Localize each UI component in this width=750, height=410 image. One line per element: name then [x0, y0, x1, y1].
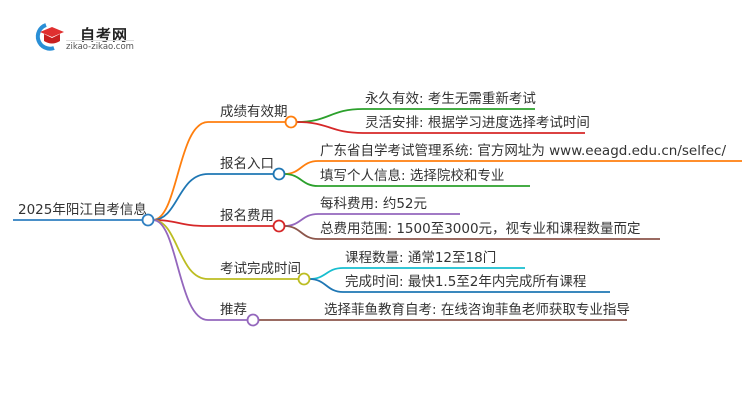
leaf-label-3-1[interactable]: 完成时间: 最快1.5至2年内完成所有课程 — [345, 274, 587, 290]
leaf-line-1-1 — [284, 173, 530, 187]
leaf-label-4-0[interactable]: 选择菲鱼教育自考: 在线咨询菲鱼老师获取专业指导 — [324, 302, 630, 318]
leaf-label-2-0[interactable]: 每科费用: 约52元 — [320, 196, 428, 212]
leaf-label-0-1[interactable]: 灵活安排: 根据学习进度选择考试时间 — [365, 115, 590, 131]
branch-node-3[interactable] — [297, 272, 311, 286]
leaf-line-2-1 — [284, 225, 660, 240]
branch-line-3 — [152, 219, 299, 280]
branch-label-1[interactable]: 报名入口 — [220, 156, 274, 172]
branch-label-4[interactable]: 推荐 — [220, 302, 247, 318]
leaf-label-1-0[interactable]: 广东省自学考试管理系统: 官方网址为 www.eeagd.edu.cn/self… — [320, 143, 726, 159]
root-node-label[interactable]: 2025年阳江自考信息 — [18, 202, 147, 218]
logo-url: zikao-zikao.com — [66, 40, 134, 52]
leaf-line-0-1 — [296, 121, 585, 134]
branch-node-1[interactable] — [272, 167, 286, 181]
leaf-label-1-1[interactable]: 填写个人信息: 选择院校和专业 — [320, 168, 505, 184]
branch-label-2[interactable]: 报名费用 — [220, 208, 274, 224]
logo-title: 自考网 — [80, 26, 129, 44]
branch-node-4[interactable] — [246, 313, 260, 327]
leaf-label-0-0[interactable]: 永久有效: 考生无需重新考试 — [365, 91, 536, 107]
branch-line-4 — [152, 219, 248, 321]
branch-line-0 — [152, 121, 286, 221]
leaf-label-3-0[interactable]: 课程数量: 通常12至18门 — [345, 250, 497, 266]
leaf-label-2-1[interactable]: 总费用范围: 1500至3000元，视专业和课程数量而定 — [320, 221, 641, 237]
branch-node-0[interactable] — [284, 115, 298, 129]
branch-label-0[interactable]: 成绩有效期 — [220, 104, 288, 120]
branch-label-3[interactable]: 考试完成时间 — [220, 261, 301, 277]
root-node[interactable] — [141, 213, 155, 227]
branch-node-2[interactable] — [272, 219, 286, 233]
branch-line-2 — [152, 219, 274, 227]
branch-line-1 — [152, 173, 274, 221]
leaf-line-3-1 — [309, 278, 610, 293]
